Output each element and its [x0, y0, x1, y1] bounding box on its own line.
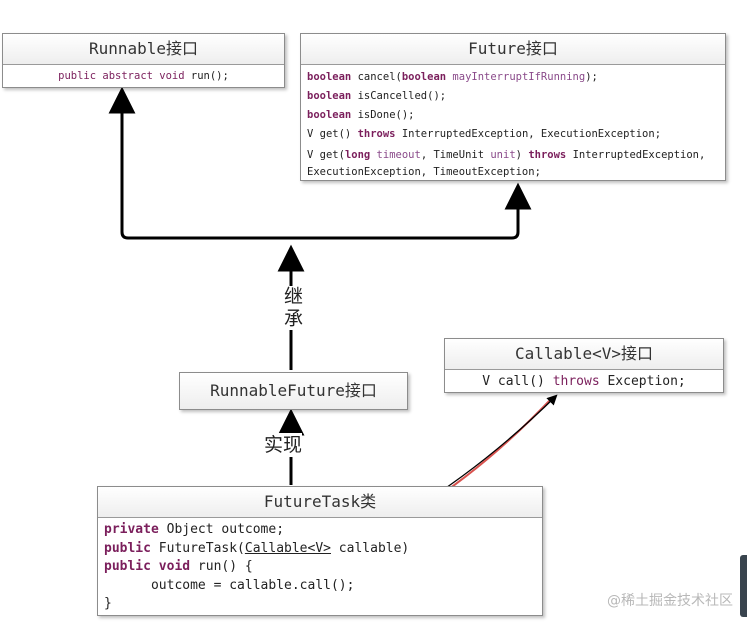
return-type: void [150, 559, 191, 574]
implement-label: 实现 [264, 433, 303, 457]
future-method-get-timeout: V get(long timeout, TimeUnit unit) throw… [307, 146, 719, 165]
inherit-label: 继承 [280, 286, 304, 330]
access-modifier: private [104, 522, 159, 537]
method-close: ) [515, 149, 529, 161]
return-type: boolean [307, 109, 352, 121]
method-signature: run() { [190, 559, 253, 574]
return-type: boolean [307, 90, 352, 102]
futuretask-body: private Object outcome; public FutureTas… [98, 518, 542, 617]
throws-keyword: throws [357, 128, 396, 140]
future-method-get-timeout-cont: ExecutionException, TimeoutException; [307, 165, 719, 179]
param-name: mayInterruptIfRunning [446, 71, 586, 83]
method-name: cancel( [351, 71, 402, 83]
exception-list: Exception; [599, 374, 686, 389]
callable-title: Callable<V>接口 [445, 339, 723, 370]
future-interface-box: Future接口 boolean cancel(boolean mayInter… [300, 33, 726, 181]
inherit-to-runnable-line [108, 86, 290, 240]
method-prefix: V get( [307, 149, 345, 161]
future-title: Future接口 [301, 34, 725, 65]
futuretask-field-outcome: private Object outcome; [104, 521, 536, 540]
callable-interface-box: Callable<V>接口 V call() throws Exception; [444, 338, 724, 393]
runnablefuture-interface-box: RunnableFuture接口 [179, 372, 408, 410]
access-modifier: public [104, 559, 151, 574]
futuretask-run-body: outcome = callable.call(); [104, 577, 355, 593]
runnable-title: Runnable接口 [3, 34, 284, 65]
method-signature: isCancelled(); [351, 90, 447, 102]
access-modifier: public [104, 540, 151, 556]
field-declaration: Object outcome; [158, 522, 285, 537]
method-prefix: V call() [482, 374, 553, 389]
future-method-cancel: boolean cancel(boolean mayInterruptIfRun… [307, 68, 719, 87]
constructor-param: callable) [330, 540, 410, 556]
future-method-isdone: boolean isDone(); [307, 106, 719, 125]
method-prefix: V get() [307, 128, 358, 140]
method-tail: ); [585, 71, 598, 83]
futuretask-close-brace: } [104, 596, 112, 611]
method-signature: isDone(); [351, 109, 415, 121]
throws-keyword: throws [552, 374, 600, 389]
inherit-to-future-line [290, 182, 532, 240]
future-method-get: V get() throws InterruptedException, Exe… [307, 125, 719, 144]
runnable-interface-box: Runnable接口 public abstract void run(); [2, 33, 285, 88]
param-name: timeout [370, 149, 421, 161]
param-type: boolean [401, 71, 447, 83]
return-type: boolean [307, 71, 352, 83]
exception-list: ExecutionException, TimeoutException; [307, 166, 541, 178]
runnable-methods: public abstract void run(); [3, 65, 284, 88]
throws-keyword: throws [528, 149, 567, 161]
futuretask-title: FutureTask类 [98, 487, 542, 518]
runnable-method-run: public abstract void run(); [9, 67, 278, 86]
callable-methods: V call() throws Exception; [445, 370, 723, 393]
future-method-iscancelled: boolean isCancelled(); [307, 87, 719, 106]
side-edge-handle [740, 555, 747, 617]
callable-method-call: V call() throws Exception; [451, 372, 717, 391]
param-name: unit [490, 149, 516, 161]
exception-list: InterruptedException, ExecutionException… [395, 128, 662, 140]
futuretask-constructor: public FutureTask(Callable<V> callable) [104, 540, 536, 559]
exception-list: InterruptedException, [566, 149, 706, 161]
futuretask-class-box: FutureTask类 private Object outcome; publ… [97, 486, 543, 616]
runnablefuture-title: RunnableFuture接口 [180, 373, 407, 409]
future-methods: boolean cancel(boolean mayInterruptIfRun… [301, 65, 725, 181]
futuretask-method-run: public void run() { [104, 558, 536, 577]
method-signature: run(); [184, 70, 229, 82]
param-separator: , TimeUnit [420, 149, 491, 161]
constructor-prefix: FutureTask( [150, 540, 245, 556]
method-modifiers: public abstract void [58, 70, 185, 82]
param-type: long [344, 149, 371, 161]
callable-type-ref: Callable<V> [244, 540, 331, 556]
watermark: @稀土掘金技术社区 [607, 593, 733, 609]
